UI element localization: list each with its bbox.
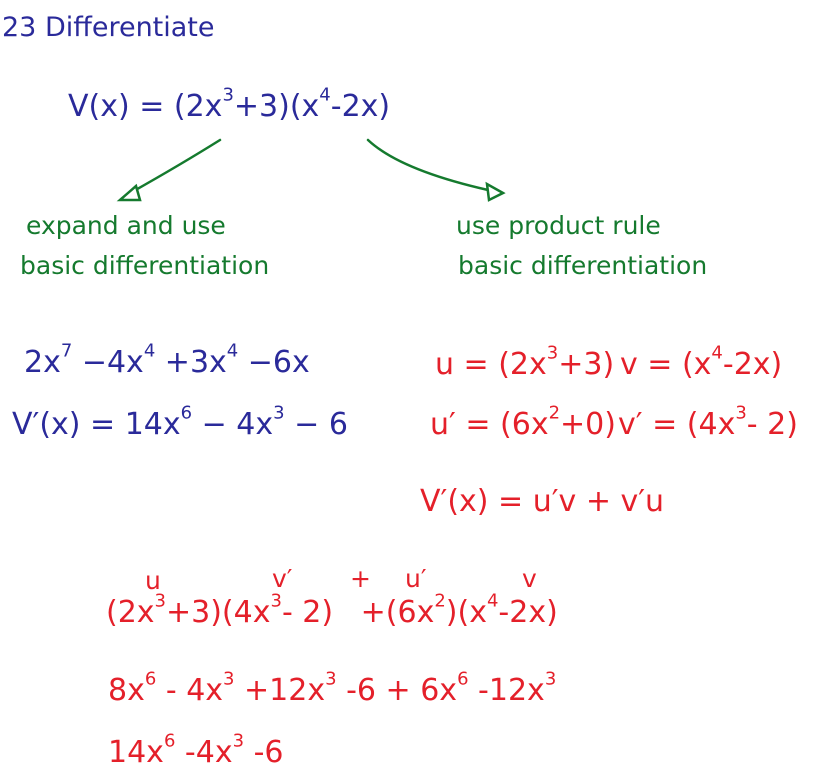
heading: 23 Differentiate xyxy=(2,12,215,43)
final-result: 14x6 -4x3 -6 xyxy=(108,730,284,770)
v-prime-definition: v′ = (4x3- 2) xyxy=(618,402,798,442)
label-u-prime: u′ xyxy=(405,564,427,593)
u-prime-definition: u′ = (6x2+0) xyxy=(430,402,616,442)
label-plus: + xyxy=(350,564,371,593)
left-arrow xyxy=(116,138,222,202)
left-label-line2: basic differentiation xyxy=(20,251,270,280)
product-substitution: (2x3+3)(4x3- 2) +(6x2)(x4-2x) xyxy=(106,590,558,630)
right-label-line1: use product rule xyxy=(456,211,661,240)
left-label-line1: expand and use xyxy=(26,211,226,240)
u-definition: u = (2x3+3) xyxy=(435,342,615,382)
function-definition: V(x) = (2x3+3)(x4-2x) xyxy=(68,84,391,124)
left-expansion: 2x7 −4x4 +3x4 −6x xyxy=(24,340,310,380)
label-u: u xyxy=(145,566,161,595)
right-arrow xyxy=(366,138,506,202)
expanded-product: 8x6 - 4x3 +12x3 -6 + 6x6 -12x3 xyxy=(108,668,557,708)
left-derivative-result: V′(x) = 14x6 − 4x3 − 6 xyxy=(12,402,348,442)
product-rule: V′(x) = u′v + v′u xyxy=(420,484,665,519)
v-definition: v = (x4-2x) xyxy=(620,342,783,382)
label-v-prime: v′ xyxy=(272,564,293,593)
label-v: v xyxy=(522,564,537,593)
right-label-line2: basic differentiation xyxy=(458,251,708,280)
